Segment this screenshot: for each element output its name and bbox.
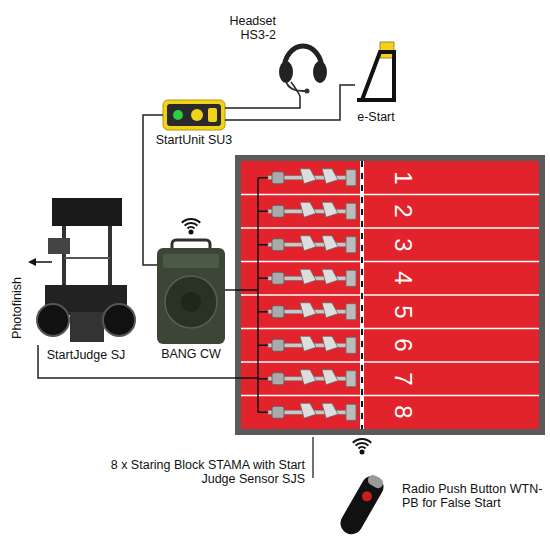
starting-block xyxy=(258,236,356,253)
startunit-knob xyxy=(191,109,203,121)
remote-button xyxy=(360,490,374,504)
judge-wheel xyxy=(37,304,69,336)
cable-connector xyxy=(225,85,355,120)
lane-line xyxy=(241,261,539,263)
radio-remote xyxy=(336,472,387,538)
wireless-arc xyxy=(182,219,200,223)
speaker-device: BANG CW xyxy=(157,240,225,344)
speaker-cone xyxy=(181,292,201,312)
startjudge-device: StartJudge SJ xyxy=(35,195,137,345)
startunit-device: StartUnit SU3 xyxy=(163,100,225,130)
headset-device: Headset HS3-2 xyxy=(280,40,326,96)
starting-block xyxy=(258,169,356,186)
judge-top-box xyxy=(52,198,122,226)
device-label: StartJudge SJ xyxy=(30,348,142,362)
speaker-panel xyxy=(163,254,219,268)
device-label: e-Start xyxy=(345,110,407,124)
starting-block xyxy=(258,303,356,320)
remote-body xyxy=(336,472,387,538)
device-label: BANG CW xyxy=(147,347,235,361)
cable-connector xyxy=(225,289,235,291)
lane-line xyxy=(241,227,539,229)
estart-base xyxy=(357,98,396,102)
lane-number: 2 xyxy=(388,196,418,226)
headset-cup xyxy=(279,61,293,83)
judge-crossbar xyxy=(64,257,110,259)
track-surface xyxy=(241,161,539,429)
lane-number: 1 xyxy=(388,163,418,193)
radio-button-device: Radio Push Button WTN-PB for False Start xyxy=(330,462,396,546)
bus-feed xyxy=(235,377,258,379)
lane-line xyxy=(241,294,539,296)
cable-connector xyxy=(225,96,300,108)
lane-line xyxy=(241,328,539,330)
wireless-icon xyxy=(353,439,371,454)
wireless-arc xyxy=(356,443,369,446)
starting-block xyxy=(258,269,356,286)
start-line xyxy=(360,161,364,429)
lane-number: 7 xyxy=(388,364,418,394)
wireless-arc xyxy=(185,223,198,226)
wireless-arc xyxy=(188,227,195,228)
headset-mic xyxy=(305,89,310,94)
sensor-bus xyxy=(257,178,259,413)
starting-block xyxy=(258,403,356,420)
output-label: Photofinish xyxy=(9,268,25,348)
start-line-dash xyxy=(361,161,363,429)
device-label: StartUnit SU3 xyxy=(143,133,245,147)
lane-number: 8 xyxy=(388,397,418,427)
wireless-arc xyxy=(359,447,366,448)
speaker-grille xyxy=(165,276,217,328)
judge-camera xyxy=(48,238,70,254)
startunit-led xyxy=(173,110,183,120)
lane-line xyxy=(241,395,539,397)
estart-frame xyxy=(362,52,394,100)
photofinish-arrow xyxy=(34,261,52,263)
startunit-key xyxy=(208,108,217,122)
startunit-case xyxy=(163,100,225,130)
lane-line xyxy=(241,361,539,363)
device-label: 8 x Staring Block STAMA with Start Judge… xyxy=(110,458,305,486)
device-label: Radio Push Button WTN-PB for False Start xyxy=(402,482,545,510)
estart-device: e-Start xyxy=(355,40,397,102)
track-border xyxy=(235,155,545,435)
startunit-panel xyxy=(167,104,221,126)
starting-block xyxy=(258,202,356,219)
starting-block xyxy=(258,336,356,353)
wireless-dot xyxy=(190,231,193,234)
lane-number: 4 xyxy=(388,263,418,293)
track-area: 8 x Staring Block STAMA with Start Judge… xyxy=(235,155,545,435)
lane-number: 5 xyxy=(388,297,418,327)
lane-lines xyxy=(241,195,539,396)
lane-number: 3 xyxy=(388,230,418,260)
photofinish-arrowhead xyxy=(28,258,36,266)
wireless-icon xyxy=(182,219,200,234)
starting-block xyxy=(258,370,356,387)
device-label: Headset HS3-2 xyxy=(218,14,276,42)
leader-line xyxy=(312,437,313,478)
remote-tip xyxy=(366,473,385,490)
wireless-dot xyxy=(361,451,364,454)
speaker-case xyxy=(157,248,225,344)
wireless-arc xyxy=(353,439,371,443)
bus-feed xyxy=(235,289,258,291)
judge-lower-base xyxy=(70,312,104,342)
lane-line xyxy=(241,194,539,196)
headset-cable xyxy=(291,82,300,96)
judge-wheel xyxy=(103,304,135,336)
lane-number: 6 xyxy=(388,330,418,360)
headset-cup xyxy=(313,61,327,83)
